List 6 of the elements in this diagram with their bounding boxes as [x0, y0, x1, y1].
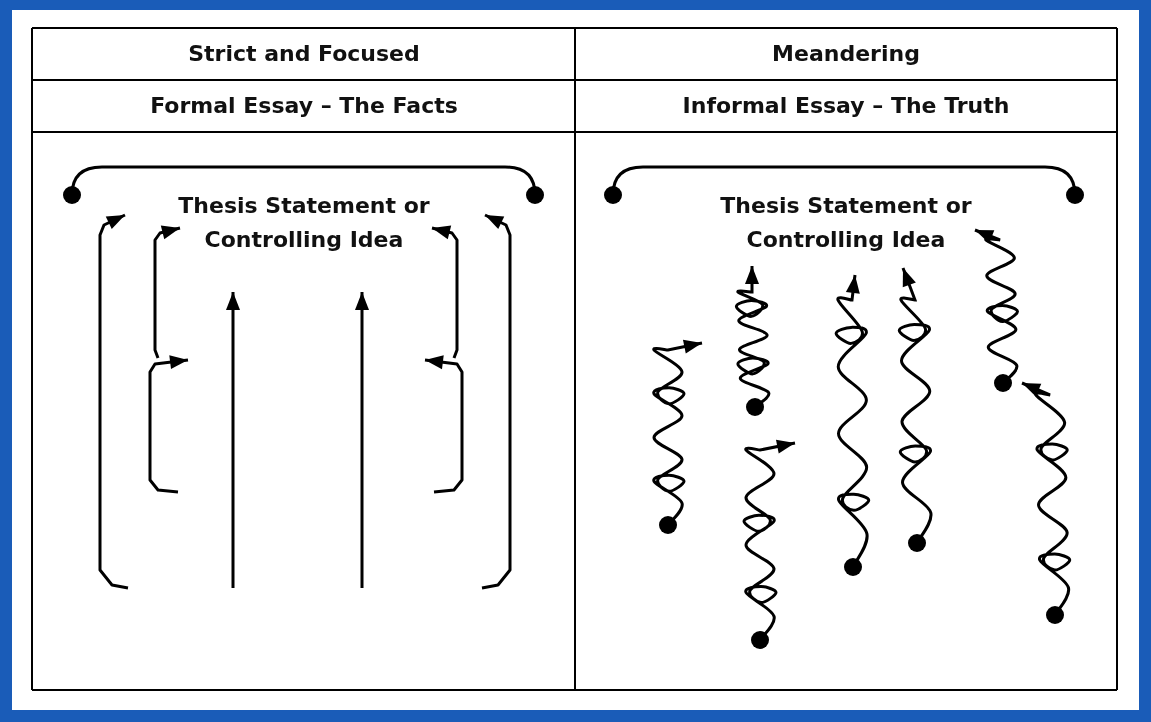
essay-type-heading: Formal Essay – The Facts	[149, 92, 459, 120]
column-heading: Meandering	[771, 40, 921, 68]
thesis-text: Thesis Statement or Controlling Idea	[719, 192, 973, 254]
essay-type-heading: Informal Essay – The Truth	[681, 92, 1011, 120]
thesis-text: Thesis Statement or Controlling Idea	[177, 192, 431, 254]
column-heading: Strict and Focused	[187, 40, 421, 68]
